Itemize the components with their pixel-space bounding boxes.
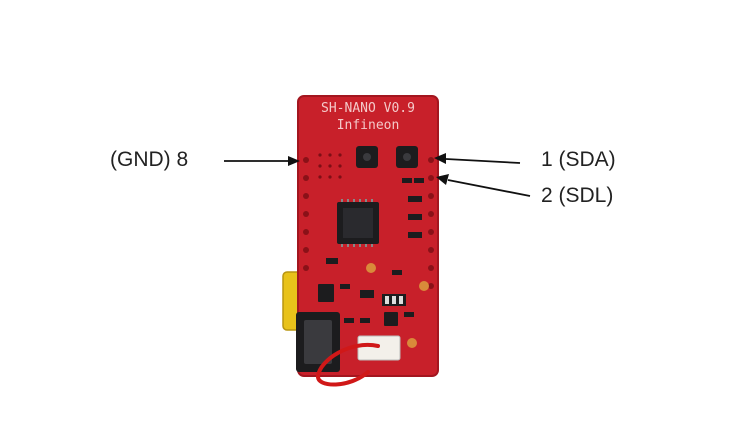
red-wire — [316, 342, 380, 387]
left-header-pads — [303, 157, 309, 271]
via-dots — [318, 153, 342, 179]
jst-socket — [357, 335, 401, 361]
arrow-sdl — [436, 174, 531, 197]
passive-components-right — [402, 178, 424, 238]
sdl-pin-label: 2 (SDL) — [541, 184, 614, 207]
test-pad-3 — [407, 338, 417, 348]
arrow-gnd — [224, 156, 300, 166]
arrow-sda — [434, 153, 521, 164]
silkscreen-title: SH-NANO V0.9 — [321, 101, 415, 116]
sda-pin-label: 1 (SDA) — [541, 148, 616, 171]
gnd-pin-label: (GND) 8 — [110, 148, 189, 171]
test-pad-2 — [419, 281, 429, 291]
test-pad-1 — [366, 263, 376, 273]
mcu-pins — [341, 199, 373, 247]
right-header-pads — [428, 157, 434, 289]
silkscreen-brand: Infineon — [337, 118, 400, 133]
